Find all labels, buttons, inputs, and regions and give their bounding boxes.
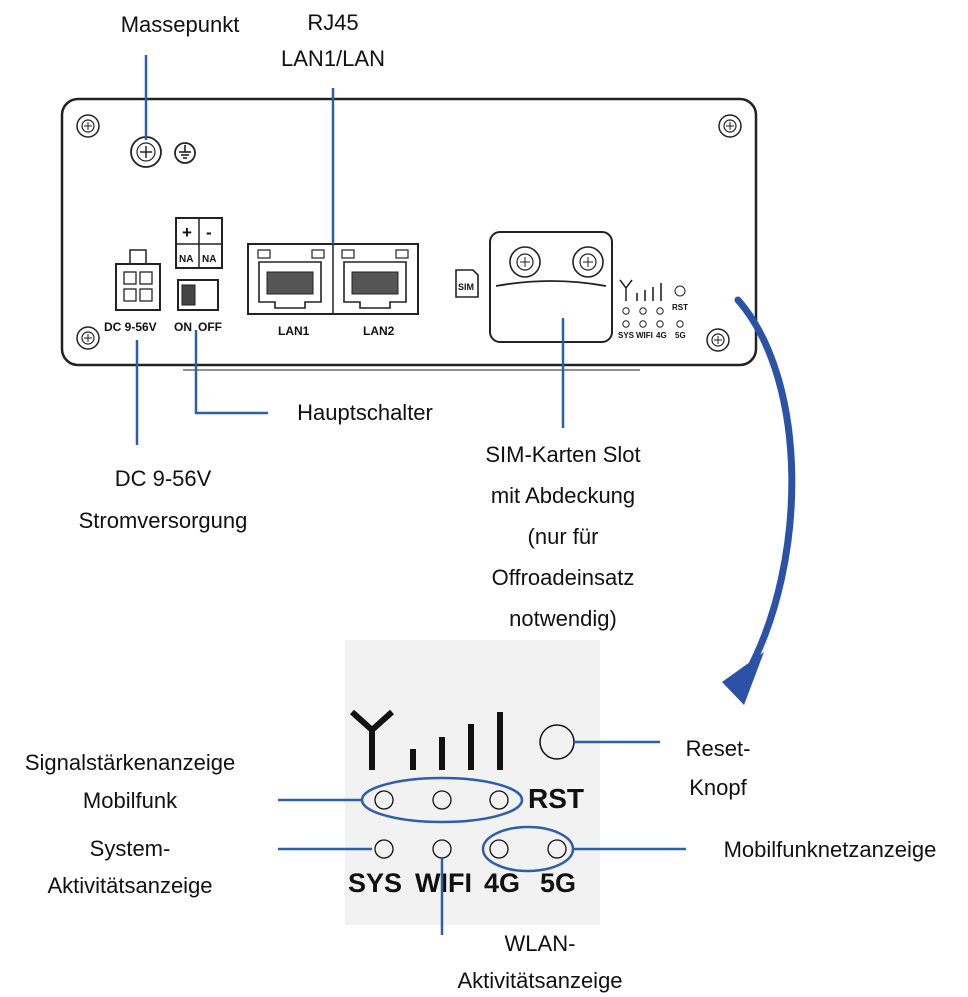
power-switch — [177, 279, 219, 311]
label-system-2: Aktivitätsanzeige — [47, 873, 212, 898]
screw-icon — [718, 114, 742, 138]
off-marking: OFF — [198, 320, 222, 334]
label-power-1: DC 9-56V — [115, 466, 212, 491]
label-ground-point: Massepunkt — [121, 12, 240, 37]
4g-marking: 4G — [484, 868, 520, 898]
signal-led-icon — [432, 790, 452, 810]
label-power-2: Stromversorgung — [79, 508, 248, 533]
screw-icon — [706, 328, 730, 352]
label-wlan-1: WLAN- — [505, 931, 576, 956]
device-outline — [60, 97, 758, 367]
5g-marking-small: 5G — [675, 331, 686, 340]
ground-symbol-icon — [174, 142, 196, 164]
signal-led-icon — [489, 790, 509, 810]
on-marking: ON — [174, 320, 192, 334]
label-reset-1: Reset- — [686, 736, 751, 761]
plus-marking: + — [182, 223, 192, 242]
4g-marking-small: 4G — [656, 331, 667, 340]
na-marking: NA — [179, 254, 193, 265]
label-signal-2: Mobilfunk — [83, 788, 178, 813]
zoom-callouts — [278, 740, 686, 935]
lan1-marking: LAN1 — [278, 324, 310, 338]
label-sim-5: notwendig) — [509, 606, 617, 631]
sim-slot-cover — [489, 231, 613, 343]
sim-marking: SIM — [458, 282, 474, 292]
label-rj45: RJ45 — [307, 10, 358, 35]
sim-icon: SIM — [455, 269, 479, 298]
rst-marking-small: RST — [672, 303, 688, 312]
5g-led-icon — [547, 839, 567, 859]
na-marking: NA — [202, 254, 216, 265]
signal-led-icon — [374, 790, 394, 810]
lan-port-block — [247, 243, 419, 315]
dc-marking: DC 9-56V — [104, 320, 157, 334]
label-reset-2: Knopf — [689, 775, 747, 800]
label-signal-1: Signalstärkenanzeige — [25, 750, 235, 775]
screw-icon — [76, 326, 100, 350]
sys-marking: SYS — [348, 868, 402, 898]
rst-marking: RST — [528, 783, 584, 814]
zoomed-led-panel: RST SYS WIFI 4G 5G — [345, 640, 600, 925]
4g-led-icon — [489, 839, 509, 859]
label-lan: LAN1/LAN — [281, 46, 385, 71]
callout-lines — [135, 55, 565, 445]
sys-marking-small: SYS — [618, 331, 635, 340]
label-wlan-2: Aktivitätsanzeige — [457, 968, 622, 993]
label-sim-2: mit Abdeckung — [491, 483, 635, 508]
wifi-marking-small: WIFI — [636, 331, 653, 340]
label-sim-3: (nur für — [528, 524, 599, 549]
label-mobile-net: Mobilfunknetzanzeige — [724, 837, 937, 862]
dc-connector-icon — [115, 249, 161, 311]
device-front-panel: DC 9-56V + - NA NA ON OFF — [60, 97, 758, 371]
label-sim-4: Offroadeinsatz — [492, 565, 635, 590]
device-led-panel: RST SYS WIFI 4G 5G — [618, 279, 688, 340]
label-sim-1: SIM-Karten Slot — [485, 442, 640, 467]
lan2-marking: LAN2 — [363, 324, 395, 338]
screw-icon — [76, 114, 100, 138]
label-system-1: System- — [90, 836, 171, 861]
zoom-arrow-icon — [722, 296, 796, 705]
sys-led-icon — [374, 839, 394, 859]
terminal-block: + - NA NA — [175, 217, 223, 269]
5g-marking: 5G — [540, 868, 576, 898]
minus-marking: - — [206, 223, 212, 242]
label-main-switch: Hauptschalter — [297, 400, 433, 425]
wifi-marking: WIFI — [415, 868, 472, 898]
